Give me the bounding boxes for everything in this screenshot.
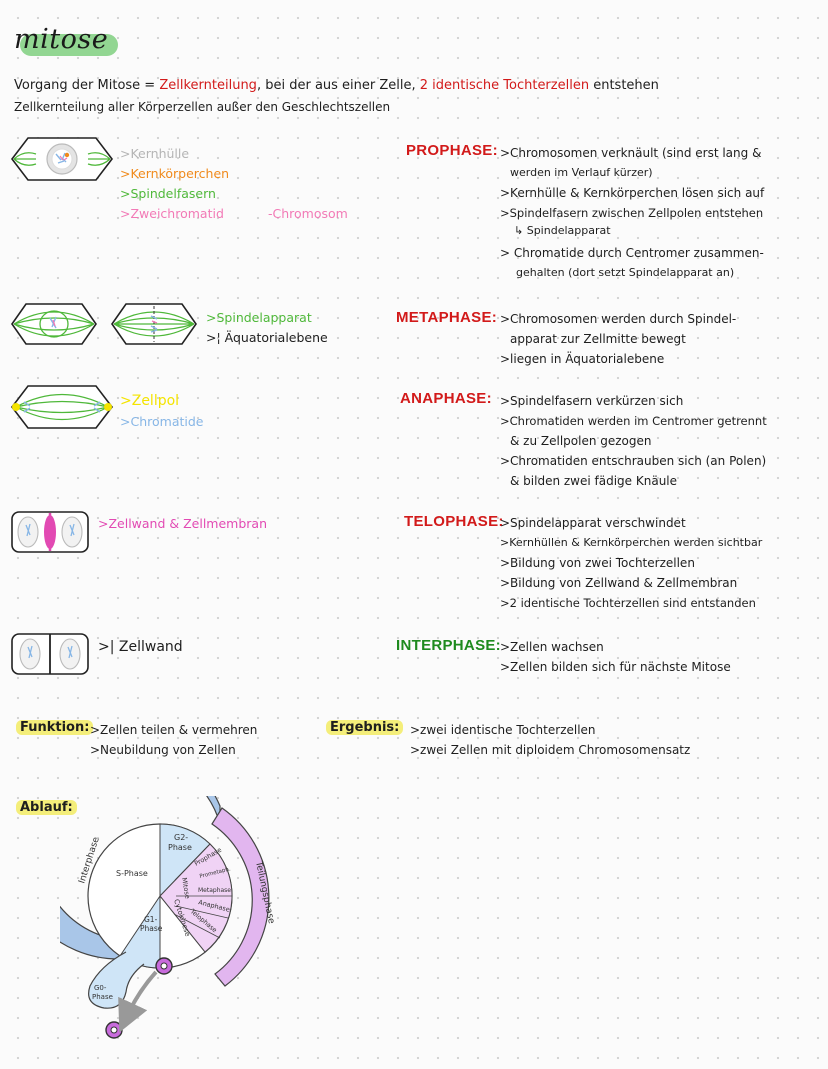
phase-text-anaphase-0: >Spindelfasern verkürzen sich — [500, 394, 684, 408]
phase-text-metaphase-0: >Chromosomen werden durch Spindel- — [500, 312, 737, 326]
phase-text-anaphase-1: >Chromatiden werden im Centromer getrenn… — [500, 414, 767, 428]
intro-text-c: , bei der aus einer Zelle, — [256, 78, 420, 93]
label-chromatide: >Chromatide — [120, 414, 204, 429]
phase-text-telophase-4: >2 identische Tochterzellen sind entstan… — [500, 596, 756, 610]
phase-text-interphase-0: >Zellen wachsen — [500, 640, 604, 654]
phase-text-prophase-6: gehalten (dort setzt Spindelapparat an) — [516, 266, 735, 279]
label-kernhuelle: >Kernhülle — [120, 146, 190, 161]
phase-text-telophase-1: >Kernhüllen & Kernkörperchen werden sich… — [500, 536, 763, 549]
cycle-label-g1: G1- — [144, 915, 158, 924]
cycle-label-g2b: Phase — [168, 843, 192, 852]
phase-name-anaphase: ANAPHASE: — [400, 390, 492, 407]
cycle-label-s: S-Phase — [116, 869, 148, 878]
telophase-cell-diagram — [11, 511, 89, 553]
title-block: mitose — [14, 24, 118, 56]
cycle-label-g0b: Phase — [92, 993, 113, 1001]
phase-text-metaphase-2: >liegen in Äquatorialebene — [500, 352, 665, 366]
phase-text-telophase-2: >Bildung von zwei Tochterzellen — [500, 556, 695, 570]
cycle-label-g1b: Phase — [140, 924, 163, 933]
label-zweichromatid: >Zweichromatid — [120, 206, 224, 221]
phase-text-anaphase-3: >Chromatiden entschrauben sich (an Polen… — [500, 454, 767, 468]
label-spindelfasern: >Spindelfasern — [120, 186, 216, 201]
prophase-cell-diagram — [10, 137, 114, 181]
intro-text-e: entstehen — [589, 78, 659, 93]
cycle-label-metaphase: Metaphase — [198, 887, 231, 894]
cycle-label-g2: G2- — [174, 833, 188, 842]
label-eine-zellwand: >| Zellwand — [98, 639, 183, 655]
phase-text-prophase-4: ↳ Spindelapparat — [514, 224, 611, 237]
intro-line-2: Zellkernteilung aller Körperzellen außer… — [14, 100, 391, 114]
ergebnis-label: Ergebnis: — [326, 720, 404, 735]
intro-text-a: Vorgang der Mitose = — [14, 78, 160, 93]
ergebnis-line-0: >zwei identische Tochterzellen — [410, 723, 596, 737]
phase-text-prophase-2: >Kernhülle & Kernkörperchen lösen sich a… — [500, 186, 765, 200]
ablauf-label: Ablauf: — [16, 800, 77, 815]
metaphase-cell-diagram-1 — [11, 303, 97, 345]
phase-text-prophase-1: werden im Verlauf kürzer) — [510, 166, 653, 179]
metaphase-cell-diagram-2 — [111, 303, 197, 345]
funktion-line-0: >Zellen teilen & vermehren — [90, 723, 258, 737]
cell-cycle-diagram: Interphase Teilungsphase G2- Phase S-Pha… — [60, 796, 276, 1039]
title-highlight — [20, 34, 118, 56]
phase-name-metaphase: METAPHASE: — [396, 309, 498, 326]
label-kernkoerperchen: >Kernkörperchen — [120, 166, 230, 181]
cycle-label-g0: G0- — [94, 984, 107, 992]
phase-text-telophase-0: >Spindelapparat verschwindet — [500, 516, 686, 530]
phase-text-prophase-5: > Chromatide durch Centromer zusammen- — [500, 246, 764, 260]
phase-text-prophase-3: >Spindelfasern zwischen Zellpolen entste… — [500, 206, 764, 220]
ergebnis-line-1: >zwei Zellen mit diploidem Chromosomensa… — [410, 743, 691, 757]
label-zellwand-membran: >Zellwand & Zellmembran — [98, 516, 268, 531]
phase-text-anaphase-4: & bilden zwei fädige Knäule — [510, 474, 678, 488]
anaphase-cell-diagram — [10, 385, 114, 429]
label-zellpol: >Zellpol — [120, 393, 180, 409]
label-chromosom: -Chromosom — [268, 206, 348, 221]
intro-term: Zellkernteilung — [159, 78, 257, 93]
label-aequatorialebene: >¦ Äquatorialebene — [206, 330, 328, 345]
phase-name-telophase: TELOPHASE: — [404, 513, 504, 530]
phase-name-interphase: INTERPHASE: — [396, 637, 501, 654]
phase-text-prophase-0: >Chromosomen verknäult (sind erst lang & — [500, 146, 762, 160]
intro-line-1: Vorgang der Mitose = Zellkernteilung, be… — [14, 78, 659, 93]
label-spindelapparat: >Spindelapparat — [206, 310, 312, 325]
phase-name-prophase: PROPHASE: — [406, 142, 498, 159]
phase-text-telophase-3: >Bildung von Zellwand & Zellmembran — [500, 576, 738, 590]
intro-result: 2 identische Tochterzellen — [419, 78, 590, 93]
cycle-label-mitose: Mitose — [180, 877, 192, 899]
page-title: mitose — [14, 24, 109, 55]
funktion-line-1: >Neubildung von Zellen — [90, 743, 236, 757]
phase-text-interphase-1: >Zellen bilden sich für nächste Mitose — [500, 660, 731, 674]
interphase-cell-diagram — [11, 633, 89, 675]
funktion-label: Funktion: — [16, 720, 94, 735]
phase-text-anaphase-2: & zu Zellpolen gezogen — [510, 434, 652, 448]
phase-text-metaphase-1: apparat zur Zellmitte bewegt — [510, 332, 686, 346]
